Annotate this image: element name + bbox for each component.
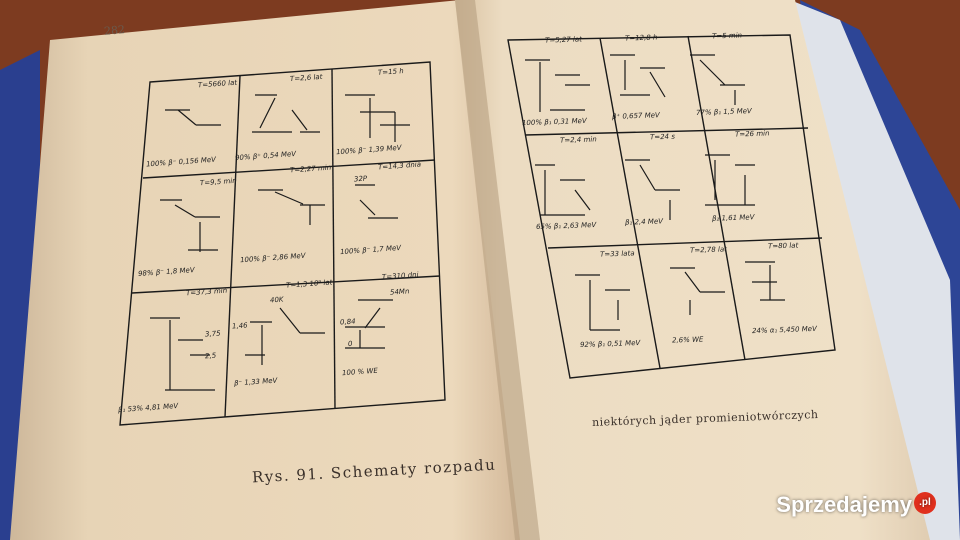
gutter-shadow <box>455 0 540 540</box>
diagram-label: T=26 min <box>734 129 770 139</box>
diagram-label: 54Mn <box>389 287 410 297</box>
watermark-badge: .pl <box>914 492 936 514</box>
diagram-label: T=5,27 lat <box>544 35 583 45</box>
left-diagram-grid <box>119 61 446 426</box>
diagram-label: 0 <box>347 339 353 349</box>
diagram-label: 3,75 <box>204 329 221 339</box>
page-number: 282 <box>103 23 126 38</box>
watermark-logo: Sprzedajemy.pl <box>776 492 936 518</box>
watermark-text: Sprzedajemy <box>776 492 912 517</box>
left-decay-schemes <box>150 94 410 391</box>
right-page <box>455 0 930 540</box>
diagram-label: T=12,8 h <box>624 33 658 43</box>
diagram-label: β₂ 1,61 MeV <box>711 213 755 223</box>
right-diagram-grid <box>507 34 836 379</box>
diagram-label: 1,46 <box>231 321 248 331</box>
diagram-label: T=2,78 lat <box>689 245 728 255</box>
diagram-label: 2,5 <box>204 351 217 361</box>
diagram-label: T=33 lata <box>599 249 635 259</box>
page-stack-right <box>790 0 960 540</box>
diagram-label: T=2,4 min <box>559 135 597 145</box>
left-page <box>10 0 530 540</box>
diagram-label: 32P <box>353 174 368 184</box>
diagram-label: β₁ 2,4 MeV <box>624 217 664 227</box>
diagram-label: T=80 lat <box>767 241 799 251</box>
diagram-label: T=24 s <box>649 132 676 142</box>
diagram-label: β⁺ 0,657 MeV <box>611 111 660 121</box>
diagram-label: T=5 min <box>711 31 743 41</box>
diagram-label: 0,84 <box>339 317 356 327</box>
diagram-label: 40K <box>269 295 284 305</box>
right-decay-schemes <box>525 54 785 331</box>
diagram-label: 2,6% WE <box>671 335 704 345</box>
